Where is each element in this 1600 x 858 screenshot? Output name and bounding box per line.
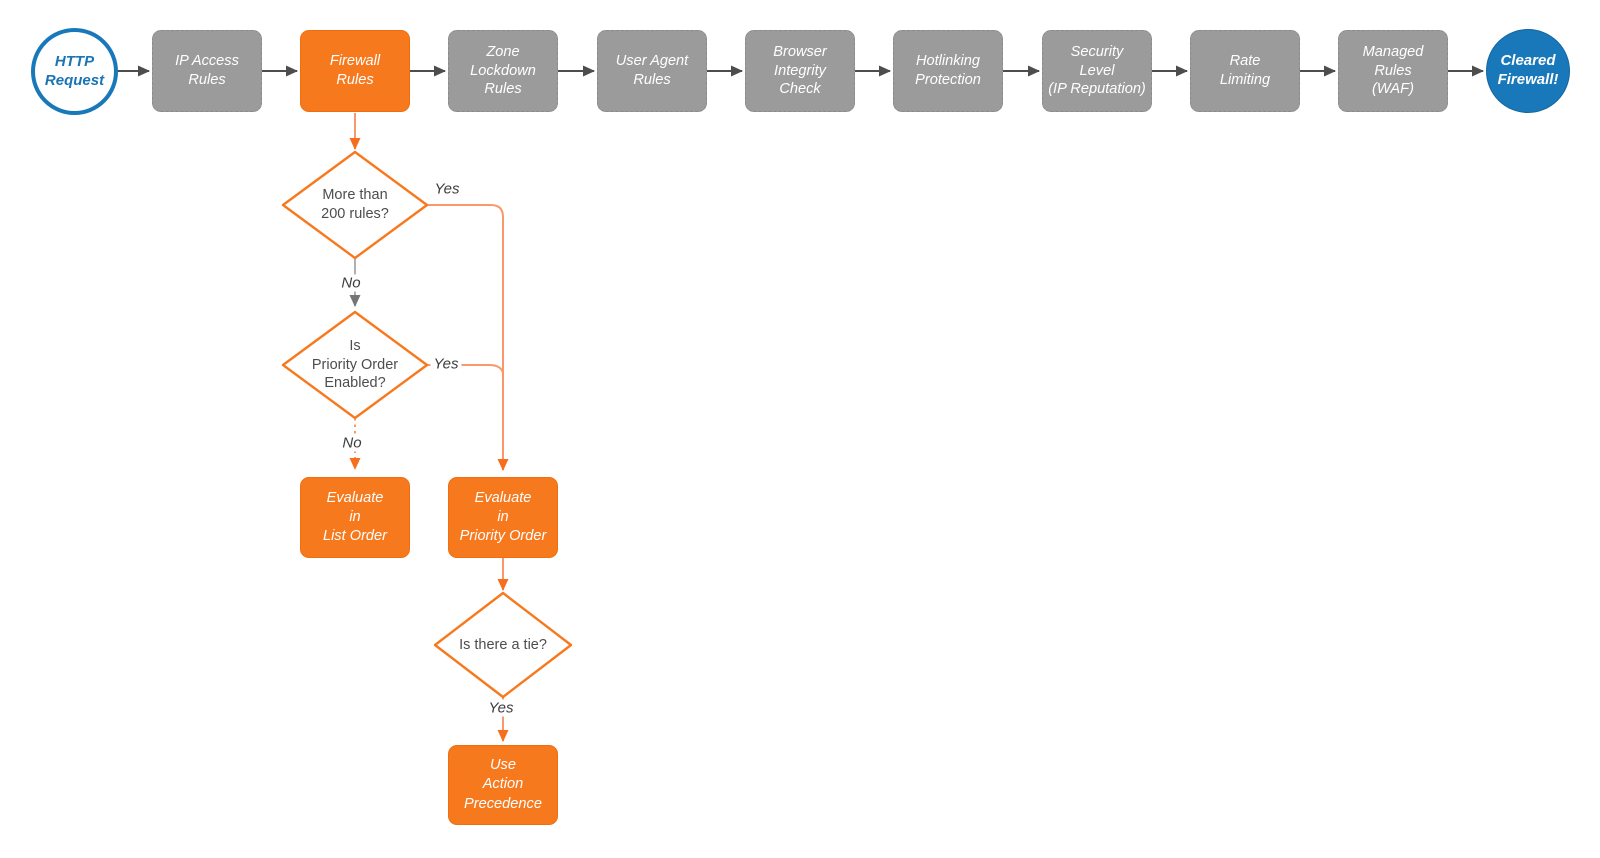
decision2-diamond-shape <box>281 310 429 420</box>
node-user-agent-rules: User Agent Rules <box>597 30 707 112</box>
node-security-level: Security Level (IP Reputation) <box>1042 30 1152 112</box>
node-label: Security Level (IP Reputation) <box>1048 43 1146 98</box>
node-label: Hotlinking Protection <box>915 53 981 88</box>
decision-is-there-a-tie: Is there a tie? <box>438 630 568 660</box>
node-rate-limiting: Rate Limiting <box>1190 30 1300 112</box>
node-label: Evaluate in List Order <box>322 489 388 545</box>
node-zone-lockdown-rules: Zone Lockdown Rules <box>448 30 558 112</box>
start-node-label: HTTP Request <box>44 52 105 89</box>
edge-label-decision2-no: No <box>339 434 365 452</box>
node-managed-rules-waf: Managed Rules (WAF) <box>1338 30 1448 112</box>
edge-label-decision1-yes: Yes <box>434 180 460 198</box>
node-label: Use Action Precedence <box>464 757 542 812</box>
decision3-diamond-shape <box>433 591 573 699</box>
node-label: Evaluate in Priority Order <box>459 489 547 545</box>
edge-label-decision1-no: No <box>338 274 364 292</box>
decision-priority-order-enabled: Is Priority Order Enabled? <box>290 326 420 404</box>
edge-label-decision2-yes: Yes <box>430 355 462 373</box>
subflow-connectors <box>349 113 509 742</box>
edge-decision2-yes-merge <box>427 364 504 374</box>
decision-label: Is there a tie? <box>459 636 547 653</box>
node-label: IP Access Rules <box>175 53 239 88</box>
end-node-label: Cleared Firewall! <box>1497 52 1559 88</box>
decision-label: Is Priority Order Enabled? <box>311 337 399 392</box>
node-label: Rate Limiting <box>1219 53 1271 88</box>
node-evaluate-priority-order: Evaluate in Priority Order <box>448 477 558 558</box>
decision-shapes <box>281 150 573 699</box>
node-ip-access-rules: IP Access Rules <box>152 30 262 112</box>
start-node-http-request: HTTP Request <box>31 28 118 115</box>
node-label: Browser Integrity Check <box>773 43 827 98</box>
node-hotlinking-protection: Hotlinking Protection <box>893 30 1003 112</box>
node-label: Managed Rules (WAF) <box>1362 43 1424 98</box>
node-label: Firewall Rules <box>329 53 381 88</box>
edge-decision1-yes-to-priority <box>427 204 509 471</box>
decision1-diamond-shape <box>281 150 429 260</box>
node-firewall-rules: Firewall Rules <box>300 30 410 112</box>
edge-label-decision3-yes: Yes <box>485 699 517 717</box>
node-evaluate-list-order: Evaluate in List Order <box>300 477 410 558</box>
decision-label: More than 200 rules? <box>321 187 389 222</box>
node-use-action-precedence: Use Action Precedence <box>448 745 558 825</box>
node-browser-integrity-check: Browser Integrity Check <box>745 30 855 112</box>
end-node-cleared-firewall: Cleared Firewall! <box>1486 29 1570 113</box>
decision-more-than-200-rules: More than 200 rules? <box>290 172 420 238</box>
node-label: User Agent Rules <box>615 53 689 88</box>
node-label: Zone Lockdown Rules <box>470 43 536 98</box>
